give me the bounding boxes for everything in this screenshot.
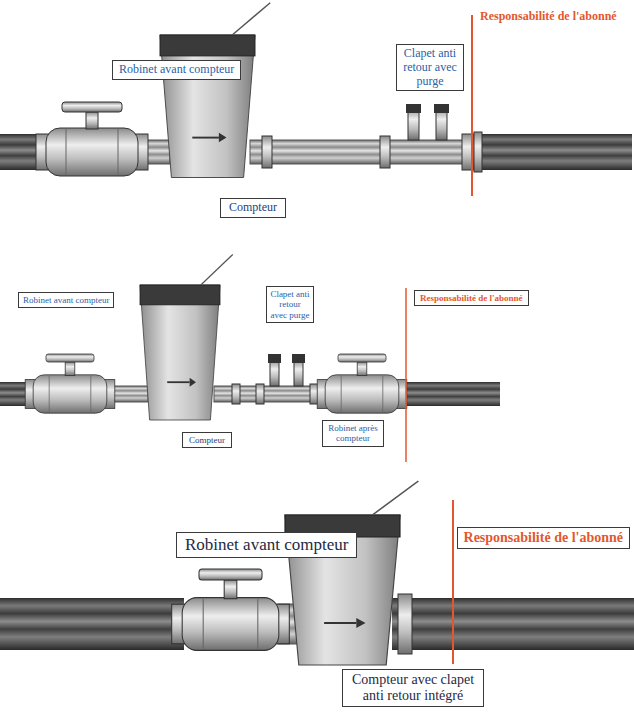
- installation-3: [0, 481, 634, 665]
- check-valve-label: Clapet anti retour avec purge: [266, 286, 314, 323]
- label-text: Compteur: [189, 435, 225, 445]
- label-text: Compteur: [229, 201, 277, 215]
- label-text: Clapet anti retour avec purge: [400, 47, 460, 88]
- valve-label: Robinet avant compteur: [176, 532, 357, 558]
- installation-2: [0, 254, 500, 462]
- label-text: Robinet avant compteur: [185, 535, 348, 555]
- label-text: Robinet après compteur: [326, 423, 380, 444]
- valve-label: Robinet avant compteur: [18, 292, 114, 308]
- label-text: Compteur avec clapet anti retour intégré: [349, 672, 477, 704]
- meter-with-check-valve-label: Compteur avec clapet anti retour intégré: [342, 669, 484, 707]
- responsibility-label: Responsabilité de l'abonné: [414, 290, 529, 306]
- label-text: Robinet avant compteur: [119, 63, 234, 77]
- responsibility-label: Responsabilité de l'abonné: [457, 527, 630, 549]
- check-valve-label: Clapet anti retour avec purge: [396, 44, 464, 91]
- label-text: Clapet anti retour avec purge: [270, 289, 310, 320]
- meter-label: Compteur: [182, 432, 232, 448]
- responsibility-label: Responsabilité de l'abonné: [480, 10, 617, 24]
- label-text: Robinet avant compteur: [23, 295, 109, 305]
- valve-after-label: Robinet après compteur: [322, 420, 384, 447]
- installation-1: [0, 3, 632, 196]
- valve-label: Robinet avant compteur: [112, 60, 241, 80]
- label-text: Responsabilité de l'abonné: [464, 530, 623, 546]
- meter-label: Compteur: [220, 198, 286, 218]
- label-text: Responsabilité de l'abonné: [420, 293, 523, 303]
